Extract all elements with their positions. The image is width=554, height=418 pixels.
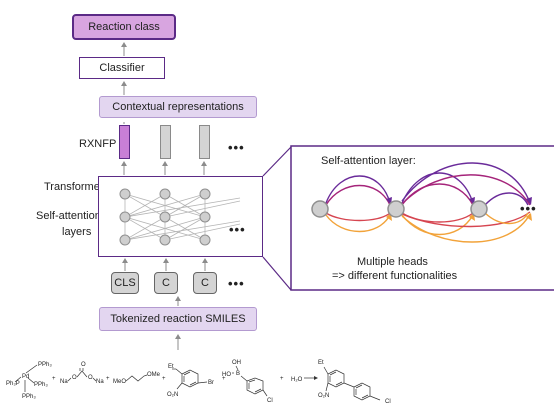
self-attention-layer-title: Self-attention layer: bbox=[321, 155, 416, 167]
rxnfp-vector bbox=[119, 125, 130, 159]
layers-label: layers bbox=[62, 226, 92, 238]
meo-group: MeO bbox=[113, 379, 126, 385]
ome-group: OMe bbox=[147, 372, 161, 378]
classifier-label: Classifier bbox=[99, 62, 145, 74]
token-vector bbox=[199, 125, 210, 159]
cl-atom: Cl bbox=[267, 398, 273, 404]
contextual-representations-box: Contextual representations bbox=[99, 96, 257, 118]
token-node bbox=[470, 200, 488, 218]
multiple-heads-label: Multiple heads bbox=[357, 256, 428, 268]
pd-ligand: Ph₃P bbox=[6, 381, 20, 387]
pd-ligand: PPh₃ bbox=[22, 394, 36, 400]
cl-atom: Cl bbox=[385, 399, 391, 405]
token-label: C bbox=[201, 277, 209, 289]
reaction-class-box: Reaction class bbox=[72, 14, 176, 40]
plus-sign: + bbox=[106, 376, 110, 382]
classifier-box: Classifier bbox=[79, 57, 165, 79]
pd-ligand: PPh₃ bbox=[34, 382, 48, 388]
self-attention-label: Self-attention bbox=[36, 210, 101, 222]
contextual-representations-label: Contextual representations bbox=[112, 101, 244, 113]
reaction-scheme: PPh₃ Pd Ph₃P PPh₃ PPh₃ + Na O O O Na + M… bbox=[6, 360, 391, 405]
plus-sign: + bbox=[280, 376, 284, 382]
rxnfp-label: RXNFP bbox=[79, 138, 117, 150]
plus-sign: + bbox=[222, 376, 226, 382]
o-atom: O bbox=[88, 375, 93, 381]
token-c: C bbox=[193, 272, 217, 294]
plus-sign: + bbox=[162, 376, 166, 382]
different-functionalities-label: => different functionalities bbox=[332, 270, 458, 282]
pd-ligand: PPh₃ bbox=[38, 362, 52, 368]
et-group: Et bbox=[168, 364, 174, 370]
oh-group: OH bbox=[232, 360, 241, 366]
token-c: C bbox=[154, 272, 178, 294]
br-atom: Br bbox=[208, 380, 214, 386]
ellipsis: ••• bbox=[520, 201, 537, 216]
tokenized-smiles-box: Tokenized reaction SMILES bbox=[99, 307, 257, 331]
reaction-class-label: Reaction class bbox=[88, 21, 160, 33]
left-stack-graphics bbox=[119, 42, 292, 350]
water: H₂O bbox=[291, 377, 303, 383]
na-atom: Na bbox=[60, 379, 68, 385]
pd-atom: Pd bbox=[22, 374, 29, 380]
ellipsis: ••• bbox=[228, 276, 245, 291]
ellipsis: ••• bbox=[228, 140, 245, 155]
transformer-label: Transformer bbox=[44, 181, 104, 193]
o-atom: O bbox=[81, 362, 86, 368]
no2-group: O₂N bbox=[167, 392, 178, 398]
o-atom: O bbox=[72, 375, 77, 381]
no2-group: O₂N bbox=[318, 393, 329, 399]
token-cls: CLS bbox=[111, 272, 139, 294]
ho-group: HO bbox=[222, 372, 231, 378]
tokenized-smiles-label: Tokenized reaction SMILES bbox=[110, 313, 246, 325]
token-node bbox=[311, 200, 329, 218]
b-atom: B bbox=[236, 371, 240, 377]
token-label: CLS bbox=[114, 277, 136, 289]
token-vector bbox=[160, 125, 171, 159]
token-label: C bbox=[162, 277, 170, 289]
plus-sign: + bbox=[52, 376, 56, 382]
self-attention-detail-panel bbox=[290, 145, 554, 291]
na-atom: Na bbox=[96, 379, 104, 385]
et-group: Et bbox=[318, 360, 324, 366]
token-node bbox=[387, 200, 405, 218]
